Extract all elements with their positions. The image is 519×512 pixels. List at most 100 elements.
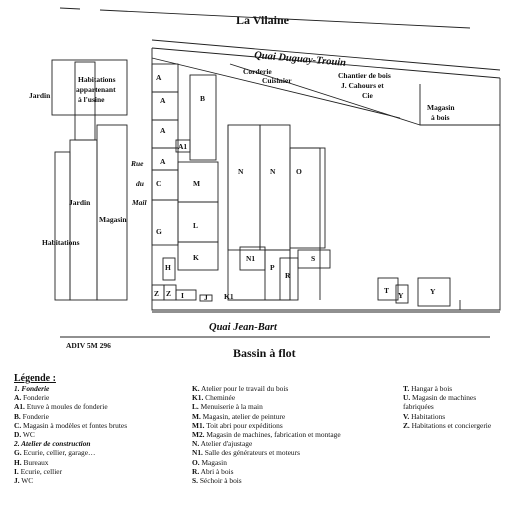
legend-entry: U. Magasin de machines <box>403 393 491 402</box>
legend-key: K1. <box>192 393 204 403</box>
label-a1: A1 <box>178 142 187 151</box>
legend-entry: fabriquées <box>403 402 491 411</box>
legend-key: J. <box>14 476 20 486</box>
label-a-1: A <box>156 73 162 82</box>
building-r <box>279 257 299 301</box>
legend-entry: Z. Habitations et conciergerie <box>403 421 491 430</box>
legend-entry: T. Hangar à bois <box>403 384 491 393</box>
label-chantier-1: Chantier de bois <box>338 71 391 80</box>
building-a1 <box>175 139 191 153</box>
plot-jardin-mid <box>54 151 71 301</box>
legend-key: V. <box>403 411 410 421</box>
building-y-small <box>395 284 409 304</box>
legend-entry: V. Habitations <box>403 412 491 421</box>
legend-entry: 1. Fonderie <box>14 384 127 393</box>
label-habitations: Habitations <box>42 238 80 247</box>
legend-text: Séchoir à bois <box>197 476 242 486</box>
legend-text: Magasin <box>199 457 227 467</box>
legend-text: Cheminée <box>203 393 236 403</box>
legend-key: G. <box>14 448 22 458</box>
label-chantier-2: J. Cahours et <box>341 81 384 90</box>
label-magasin-bois-2: à bois <box>431 113 450 122</box>
legend-entry: M2. Magasin de machines, fabrication et … <box>192 430 341 439</box>
legend-key: R. <box>192 466 200 476</box>
building-o <box>289 147 326 249</box>
legend-entry: B. Fonderie <box>14 412 127 421</box>
legend-entry: G. Ecurie, cellier, garage… <box>14 448 127 457</box>
label-habitations-usine-2: appartenant <box>76 85 116 94</box>
building-i <box>175 289 197 301</box>
block-no <box>227 125 321 301</box>
label-k1: K1 <box>224 292 234 301</box>
legend-text: Etuve à moules de fonderie <box>24 402 108 412</box>
label-m: M <box>193 179 200 188</box>
label-j: J <box>204 293 208 302</box>
legend-entry: N1. Salle des générateurs et moteurs <box>192 448 341 457</box>
legend-text: fabriquées <box>403 402 434 412</box>
label-mail: Mail <box>131 198 148 207</box>
plot-habitations <box>69 139 98 301</box>
legend-key: O. <box>192 457 200 467</box>
label-h: H <box>165 263 171 272</box>
legend-entry: H. Bureaux <box>14 458 127 467</box>
legend-entry: L. Menuiserie à la main <box>192 402 341 411</box>
legend-key: M2. <box>192 430 205 440</box>
legend-text: WC <box>19 476 34 486</box>
legend-text: Abri à bois <box>199 466 234 476</box>
legend-key: T. <box>403 384 410 393</box>
legend-text: Atelier d'ajustage <box>199 439 253 449</box>
river-label: La Vilaine <box>236 13 290 27</box>
legend-text: Magasin à modèles et fontes brutes <box>21 420 128 430</box>
legend-text: Ecurie, cellier, garage… <box>21 448 96 458</box>
legend-entry: J. WC <box>14 476 127 485</box>
label-k: K <box>193 253 199 262</box>
label-z-1: Z <box>154 289 159 298</box>
label-jardin-top: Jardin <box>29 91 51 100</box>
label-n-2: N <box>270 167 276 176</box>
legend-entry: 2. Atelier de construction <box>14 439 127 448</box>
basin-label: Bassin à flot <box>233 346 296 360</box>
legend-text: Salle des générateurs et moteurs <box>202 448 300 458</box>
label-magasin: Magasin <box>99 215 127 224</box>
legend-text: Ecurie, cellier <box>18 466 63 476</box>
legend-key: N. <box>192 439 200 449</box>
plot-jardin-top <box>51 59 128 116</box>
legend-entry: K. Atelier pour le travail du bois <box>192 384 341 393</box>
legend-key: M. <box>192 411 201 421</box>
legend-entry: M1. Toit abri pour expéditions <box>192 421 341 430</box>
building-n-2 <box>259 124 291 251</box>
label-l: L <box>193 221 198 230</box>
label-du: du <box>136 179 144 188</box>
legend-text: Bureaux <box>21 457 49 467</box>
source-reference: ADIV 5M 296 <box>66 341 111 350</box>
legend-key: K. <box>192 384 200 393</box>
label-t: T <box>384 286 389 295</box>
legend-key: N1. <box>192 448 203 458</box>
label-b: B <box>200 94 205 103</box>
legend-key: L. <box>192 402 199 412</box>
building-b <box>189 74 217 161</box>
legend-text: Magasin de machines <box>410 393 477 403</box>
legend-key: U. <box>403 393 411 403</box>
legend-key: M1. <box>192 420 205 430</box>
label-y-small: Y <box>398 291 404 300</box>
legend-key: A. <box>14 393 22 403</box>
legend-entry: R. Abri à bois <box>192 467 341 476</box>
legend-key: C. <box>14 420 22 430</box>
label-cuisinier: Cuisinier <box>262 76 292 85</box>
label-o: O <box>296 167 302 176</box>
main-enclosure <box>151 48 501 311</box>
legend-text: Hangar à bois <box>409 384 453 393</box>
legend-entry: M. Magasin, atelier de peinture <box>192 412 341 421</box>
label-chantier-3: Cie <box>362 91 374 100</box>
legend-text: Atelier pour le travail du bois <box>199 384 289 393</box>
legend-text: Toit abri pour expéditions <box>204 420 283 430</box>
label-y: Y <box>430 287 436 296</box>
label-i: I <box>181 291 184 300</box>
plot-magasin <box>96 124 128 301</box>
legend-text: Habitations et conciergerie <box>409 420 492 430</box>
building-p <box>264 249 291 301</box>
legend-key: Z. <box>403 420 410 430</box>
